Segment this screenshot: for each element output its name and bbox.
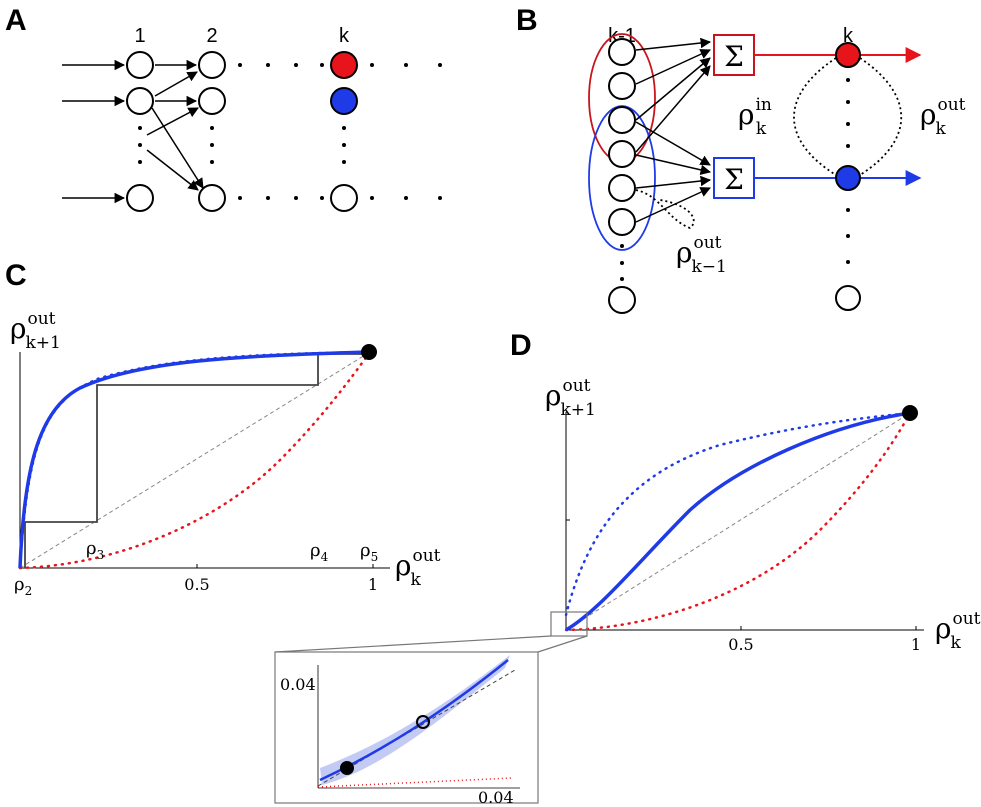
rho-3-label: ρ3	[86, 538, 104, 562]
connections-b	[635, 37, 712, 223]
blue-curve-c	[18, 350, 369, 569]
panel-b-label: B	[516, 4, 538, 37]
inset-y-tick: 0.04	[280, 675, 316, 694]
node	[126, 87, 154, 115]
ellipsis-dots-b2	[846, 78, 850, 264]
fixed-point-d	[902, 405, 918, 421]
node	[198, 87, 226, 115]
node	[608, 208, 636, 236]
node	[126, 51, 154, 79]
panel-d-label: D	[510, 329, 532, 362]
rho-4-label: ρ4	[310, 540, 329, 564]
diagonal-c	[19, 351, 371, 569]
ellipsis-dots-a	[138, 63, 442, 200]
node	[608, 38, 636, 66]
panel-c-label: C	[5, 259, 27, 292]
connections-a	[146, 59, 204, 191]
ellipsis-dots-b1	[620, 244, 624, 281]
column-label-2: 2	[206, 25, 217, 47]
rho-2-label: ρ2	[14, 574, 32, 598]
zoom-box	[550, 611, 588, 637]
node	[835, 285, 861, 311]
x-tick-c-0.5: 0.5	[184, 575, 209, 594]
diagonal-d	[565, 412, 911, 631]
x-tick-d-1: 1	[911, 635, 921, 654]
panel-a-label: A	[5, 4, 27, 37]
inset-x-tick: 0.04	[478, 788, 514, 807]
fixed-point-c	[361, 344, 377, 360]
blue-curve-d	[565, 411, 911, 632]
red-node	[330, 51, 358, 79]
red-sum-symbol: Σ	[724, 40, 744, 73]
rho-5-label: ρ5	[360, 540, 378, 564]
zoom-connector	[274, 635, 552, 653]
blue-node	[330, 87, 358, 115]
confidence-band	[320, 655, 510, 785]
node	[330, 184, 358, 212]
rho-in-loop	[793, 57, 837, 176]
node	[608, 286, 636, 314]
blue-sum-symbol: Σ	[724, 163, 744, 196]
inset: 0.04 0.04	[274, 651, 539, 807]
panel-a: A 1 2 k	[5, 4, 442, 212]
blue-node-k	[835, 165, 861, 191]
x-tick-c-1: 1	[368, 575, 378, 594]
blue-dotted-curve-d	[564, 411, 912, 617]
column-label-k: k	[339, 25, 350, 47]
rho-out-prev-loop	[635, 189, 695, 230]
inset-red-curve	[317, 777, 513, 788]
panel-b: B k-1 k Σ Σ	[516, 4, 966, 314]
zoom-connector	[537, 635, 588, 653]
node	[608, 106, 636, 134]
node	[608, 72, 636, 100]
x-tick-d-0.5: 0.5	[728, 635, 753, 654]
column-label-1: 1	[134, 25, 145, 47]
node	[608, 174, 636, 202]
column-label-k-b: k	[843, 25, 854, 47]
rho-out-loop	[859, 57, 903, 176]
red-dotted-curve-d	[564, 411, 912, 632]
node	[126, 184, 154, 212]
red-node-k	[835, 42, 861, 68]
stable-point	[340, 761, 354, 775]
node	[608, 140, 636, 168]
red-dotted-curve-c	[18, 350, 372, 570]
unstable-point	[416, 715, 430, 729]
node	[198, 184, 226, 212]
blue-sum-box	[713, 157, 755, 199]
node	[198, 51, 226, 79]
